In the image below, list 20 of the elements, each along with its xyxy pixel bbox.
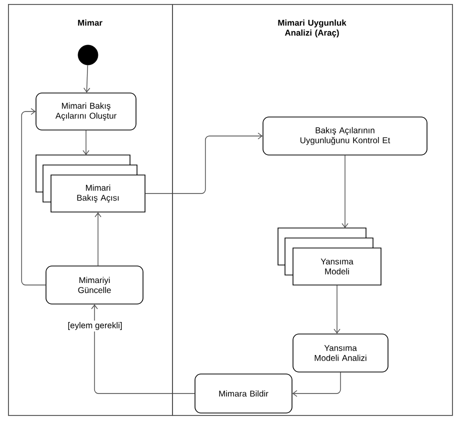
- action-box: Mimariyi Güncelle: [46, 266, 144, 304]
- object-stack: Mimari Bakış Açısı: [36, 154, 146, 212]
- arrow: [292, 372, 341, 397]
- arrow: [84, 64, 90, 93]
- arrow: [334, 285, 340, 334]
- action-box: Mimara Bildir: [194, 374, 292, 414]
- action-box: Yansıma Modeli Analizi: [292, 334, 388, 372]
- arrow: [82, 130, 90, 155]
- node-label: Modeli: [325, 268, 349, 274]
- arrow: [91, 304, 195, 394]
- edge-label: [eylem gerekli]: [66, 320, 124, 332]
- node-label: Bakış Açısı: [77, 194, 119, 202]
- arrow: [145, 132, 263, 194]
- action-box: Bakış Açılarının Uygunluğunu Kontrol Et: [262, 116, 428, 156]
- arrow: [94, 212, 102, 266]
- action-box: Mimari Bakış Açılarını Oluştur: [36, 92, 136, 130]
- arrow: [342, 155, 348, 228]
- object-stack: Yansıma Modeli: [278, 228, 382, 286]
- start-node: [78, 44, 98, 66]
- arrow: [21, 108, 46, 286]
